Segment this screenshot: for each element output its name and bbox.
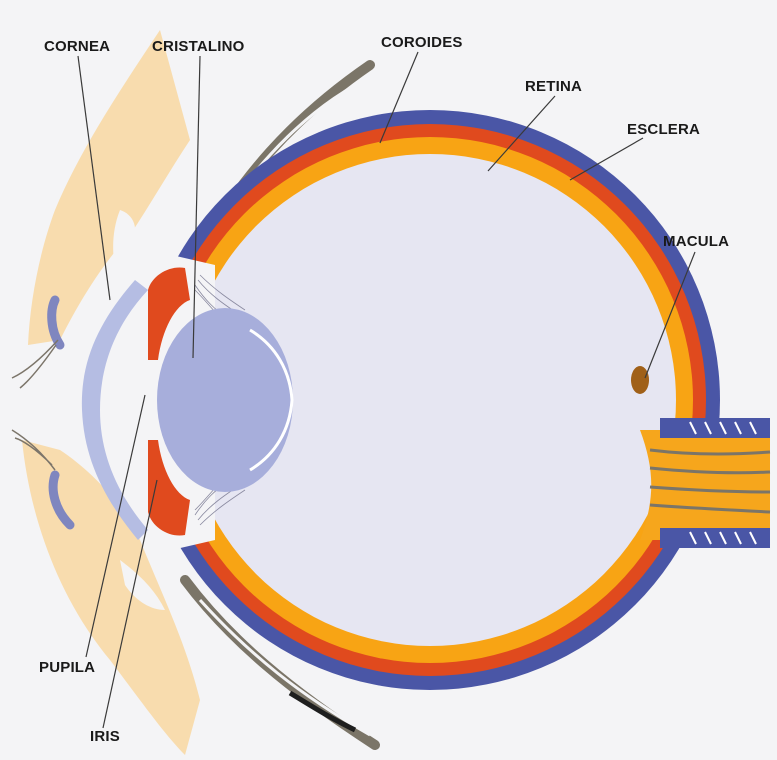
- lower-lid-notch: [120, 560, 165, 610]
- optic-nerve-fibres: [649, 448, 771, 514]
- upper-iris: [148, 267, 190, 360]
- label-esclera: ESCLERA: [627, 121, 700, 138]
- lower-tarsal-plate: [48, 470, 75, 530]
- optic-nerve-sheath-top: [660, 418, 770, 438]
- leader-cornea: [77, 55, 111, 301]
- lens-capsule: [249, 328, 294, 472]
- label-iris: IRIS: [90, 728, 120, 745]
- upper-eyelid: [28, 30, 190, 345]
- vitreous-body: [184, 154, 676, 646]
- lens: [157, 308, 293, 492]
- lower-eyelashes: [11, 429, 56, 471]
- leader-retina: [487, 95, 556, 172]
- leader-macula: [644, 251, 696, 379]
- optic-nerve: [640, 430, 770, 540]
- label-macula: MACULA: [663, 233, 729, 250]
- leader-cristalino: [192, 55, 201, 359]
- leader-iris: [102, 479, 158, 729]
- label-retina: RETINA: [525, 78, 582, 95]
- leader-lines: [77, 51, 696, 729]
- label-cornea: CORNEA: [44, 38, 110, 55]
- label-pupila: PUPILA: [39, 659, 95, 676]
- optic-nerve-sheath-bottom: [660, 528, 770, 548]
- leader-esclera: [569, 137, 644, 181]
- lower-muscle-edge: [198, 598, 371, 737]
- optic-nerve-stripes: [689, 421, 757, 545]
- leader-pupila: [85, 394, 146, 658]
- lower-muscle-dark: [288, 690, 357, 733]
- upper-lid-notch: [113, 210, 136, 270]
- macula: [631, 366, 649, 394]
- lower-iris: [148, 440, 190, 536]
- label-coroides: COROIDES: [381, 34, 463, 51]
- upper-eyelashes: [11, 339, 59, 389]
- leader-coroides: [379, 51, 419, 144]
- cornea: [81, 280, 148, 540]
- label-cristalino: CRISTALINO: [152, 38, 245, 55]
